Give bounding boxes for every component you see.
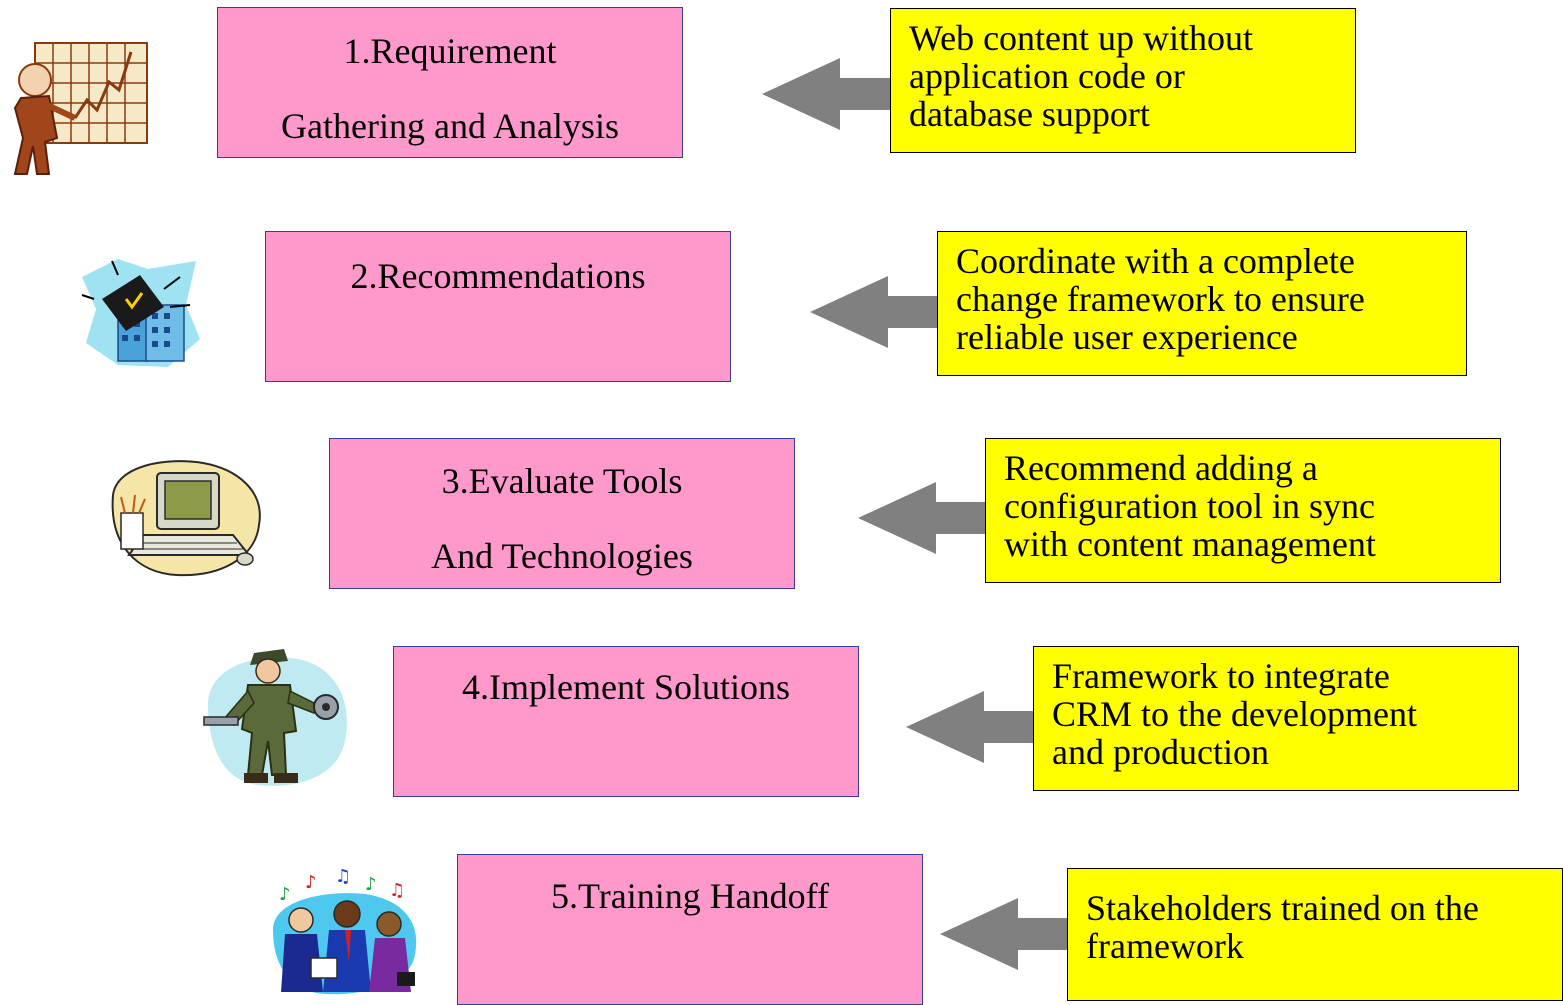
note-3-line-1: Recommend adding a (1004, 448, 1318, 488)
step-1-line-2: Gathering and Analysis (281, 106, 619, 146)
step-box-3: 3.Evaluate Tools And Technologies (329, 438, 795, 589)
step-4-line-1: 4.Implement Solutions (462, 667, 790, 707)
note-1-line-1: Web content up without (909, 18, 1254, 58)
step-box-1: 1.Requirement Gathering and Analysis (217, 7, 683, 158)
note-3-line-3: with content management (1004, 524, 1376, 564)
note-1-line-3: database support (909, 94, 1150, 134)
note-box-3: Recommend adding a configuration tool in… (985, 438, 1501, 583)
note-box-5: Stakeholders trained on the framework (1067, 868, 1563, 1001)
singing-people-icon: ♪ ♫ ♪ ♫ ♪ (265, 866, 425, 998)
note-1-line-2: application code or (909, 56, 1185, 96)
step-box-2: 2.Recommendations (265, 231, 731, 382)
step-3-line-1: 3.Evaluate Tools (441, 461, 683, 501)
note-5-line-1: Stakeholders trained on the (1086, 888, 1479, 928)
office-building-icon (78, 255, 203, 370)
note-2-line-3: reliable user experience (956, 317, 1298, 357)
mechanic-with-wrench-icon (198, 645, 358, 790)
step-box-4: 4.Implement Solutions (393, 646, 859, 797)
computer-workstation-icon (107, 455, 267, 580)
left-arrow-2 (810, 276, 938, 348)
note-2-line-2: change framework to ensure (956, 279, 1365, 319)
note-box-2: Coordinate with a complete change framew… (937, 231, 1467, 376)
left-arrow-3 (858, 482, 986, 554)
left-arrow-5 (940, 898, 1068, 970)
note-box-1: Web content up without application code … (890, 8, 1356, 153)
note-4-line-2: CRM to the development (1052, 694, 1417, 734)
left-arrow-1 (762, 58, 890, 130)
left-arrow-4 (906, 691, 1034, 763)
svg-text:♪: ♪ (305, 872, 317, 893)
svg-text:♪: ♪ (365, 874, 377, 895)
note-3-line-2: configuration tool in sync (1004, 486, 1375, 526)
step-5-line-1: 5.Training Handoff (551, 876, 829, 916)
note-4-line-3: and production (1052, 732, 1269, 772)
step-box-5: 5.Training Handoff (457, 854, 923, 1005)
svg-text:♪: ♪ (279, 884, 291, 905)
note-box-4: Framework to integrate CRM to the develo… (1033, 646, 1519, 791)
svg-text:♫: ♫ (389, 880, 405, 901)
note-4-line-1: Framework to integrate (1052, 656, 1390, 696)
note-2-line-1: Coordinate with a complete (956, 241, 1355, 281)
step-2-line-1: 2.Recommendations (350, 256, 646, 296)
presenter-chart-icon (5, 38, 150, 178)
svg-text:♫: ♫ (335, 868, 351, 887)
step-3-line-2: And Technologies (431, 536, 693, 576)
note-5-line-2: framework (1086, 926, 1244, 966)
step-1-line-1: 1.Requirement (343, 31, 557, 71)
